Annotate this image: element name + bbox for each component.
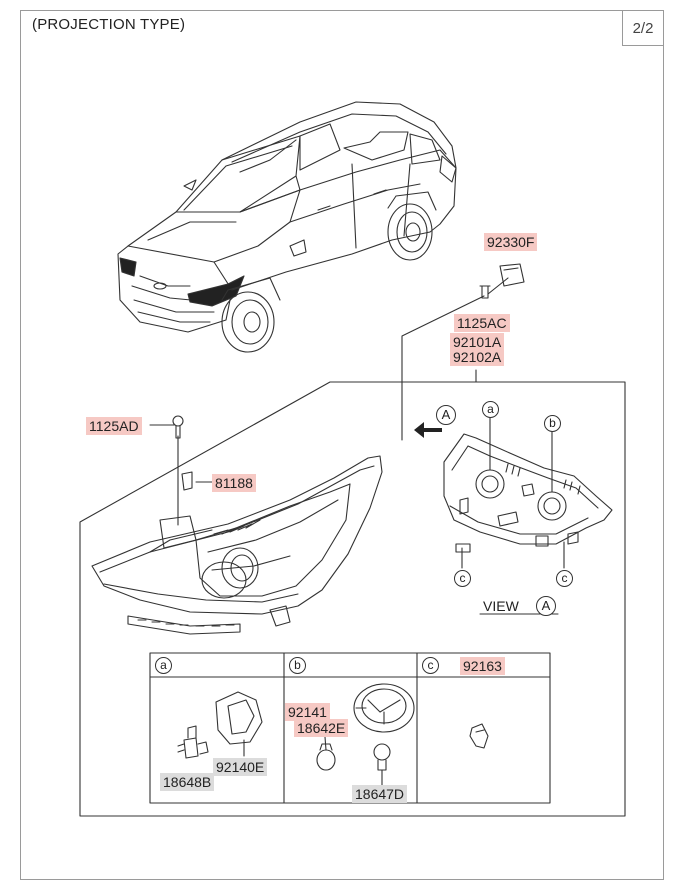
part-label-92330F[interactable]: 92330F — [484, 233, 538, 251]
table-header-c-circle: c — [422, 657, 439, 674]
part-label-92163[interactable]: 92163 — [460, 657, 505, 675]
callout-c-circle-left: c — [454, 570, 471, 587]
part-label-81188[interactable]: 81188 — [212, 474, 256, 492]
part-label-92101A[interactable]: 92101A — [450, 333, 505, 351]
part-label-92102A[interactable]: 92102A — [450, 348, 505, 366]
assembly-boundary — [79, 381, 626, 817]
part-label-92141[interactable]: 92141 — [285, 703, 330, 721]
diagram-title: (PROJECTION TYPE) — [32, 16, 186, 33]
view-label: VIEW — [483, 598, 519, 614]
part-label-18642E[interactable]: 18642E — [294, 719, 349, 737]
part-label-92140E[interactable]: 92140E — [213, 758, 268, 776]
rear-view-illustration — [443, 417, 613, 615]
part-label-1125AD[interactable]: 1125AD — [86, 417, 142, 435]
view-label-callout-circle: A — [536, 596, 556, 616]
page-indicator: 2/2 — [622, 10, 664, 46]
part-label-18648B[interactable]: 18648B — [160, 773, 215, 791]
part-label-1125AC[interactable]: 1125AC — [454, 314, 510, 332]
car-illustration — [117, 101, 457, 353]
headlamp-illustration — [91, 455, 383, 635]
view-a-callout-circle: A — [436, 405, 456, 425]
table-header-b-circle: b — [289, 657, 306, 674]
callout-b-circle: b — [544, 415, 561, 432]
callout-a-circle: a — [482, 401, 499, 418]
table-header-a-circle: a — [155, 657, 172, 674]
callout-c-circle-right: c — [556, 570, 573, 587]
part-label-18647D[interactable]: 18647D — [352, 785, 408, 803]
